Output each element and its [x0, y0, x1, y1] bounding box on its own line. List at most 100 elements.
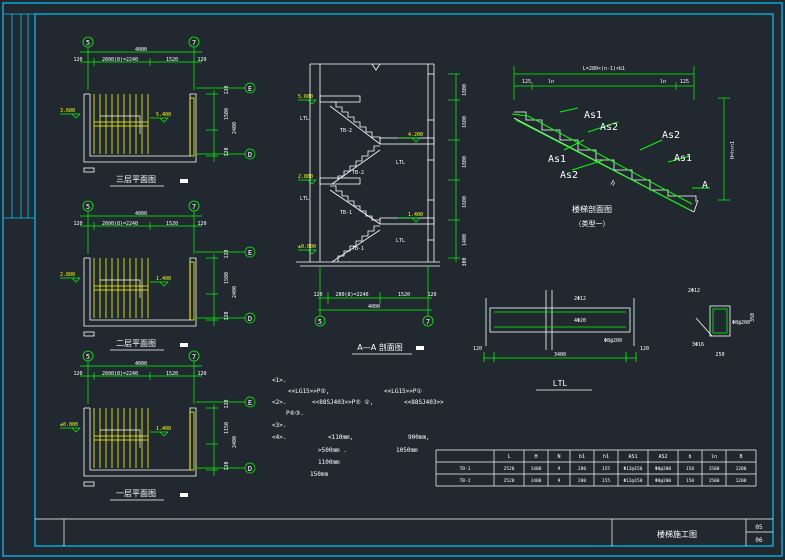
beam-title: LTL	[553, 379, 568, 388]
detail-label-3: As2	[662, 130, 680, 141]
beam-right-dim: 120	[640, 346, 649, 352]
section-level-5: ±0.000	[298, 244, 316, 250]
beam-sec-w: 250	[715, 352, 724, 358]
axis-label-left: 5	[86, 353, 90, 361]
plan-vdim-2: 1500	[224, 272, 230, 284]
axis-label-bottom: D	[248, 151, 252, 159]
detail-h-dim: H=h×n1	[730, 141, 736, 159]
detail-label-1: As1	[584, 110, 602, 121]
note-14: 1050mm	[396, 447, 418, 454]
detail-left-dim: 125	[522, 79, 531, 85]
section-tag-1: TB-2	[340, 128, 352, 134]
plan-dim-edge-left: 120	[73, 371, 82, 377]
plan-dim-total: 4000	[135, 211, 147, 217]
plan-levels	[60, 113, 169, 123]
plan-level-right: 5.400	[156, 112, 171, 118]
note-7: P⑥③.	[286, 410, 304, 417]
plan-dim-run: 2600(8)=2240	[102, 371, 138, 377]
plan-level-left: 2.800	[60, 272, 75, 278]
axis-label-right: 7	[192, 203, 196, 211]
section-vdim-1: 1800	[462, 84, 468, 96]
plan-steps	[93, 258, 195, 321]
section-a-a: 1800 1600 1800 1600 1400 300 120 280(8)=…	[296, 63, 468, 355]
section-vdim-2: 1600	[462, 116, 468, 128]
table-cell: 1400	[531, 466, 542, 472]
table-cell: 150	[686, 478, 694, 484]
plan-dim-edge-right: 120	[197, 221, 206, 227]
note-15: 150mm	[310, 471, 328, 478]
plan-dim-run: 2600(8)=2240	[102, 57, 138, 63]
table-cell: 155	[602, 478, 610, 484]
axis-label-left: 5	[86, 39, 90, 47]
section-vdim-3: 1800	[462, 156, 468, 168]
stair-detail: L=280×(n-1)×b1 125 125 ln ln H=h×n1 As1 …	[511, 66, 736, 228]
table-header: H	[534, 454, 537, 460]
section-tag-6: LTL	[396, 160, 405, 166]
table-cell: Φ8@200	[655, 466, 672, 472]
beam-left-dim: 120	[473, 346, 482, 352]
section-dim-b3: 1520	[398, 292, 410, 298]
plan-dim-landing: 1520	[166, 371, 178, 377]
section-axis-right: 7	[426, 318, 430, 326]
plan-title-marker	[180, 179, 188, 183]
table-header: b	[688, 454, 691, 460]
detail-label-6: As1	[674, 153, 692, 164]
table-header: AS1	[628, 454, 637, 460]
section-axis-left: 5	[318, 318, 322, 326]
section-level-1: 5.600	[298, 94, 313, 100]
table-header: AS2	[658, 454, 667, 460]
section-dim-total: 4000	[368, 304, 380, 310]
note-12: 1100mm	[318, 459, 340, 466]
plan-dim-run: 2600(8)=2240	[102, 221, 138, 227]
table-cell: 150	[686, 466, 694, 472]
table-header: B	[739, 454, 742, 460]
table-cell: 1200	[736, 466, 747, 472]
section-level-3: 2.800	[298, 174, 313, 180]
plan-dim-total: 4000	[135, 361, 147, 367]
axis-label-right: 7	[192, 39, 196, 47]
detail-label-5: As2	[560, 170, 578, 181]
section-vdim-4: 1600	[462, 196, 468, 208]
plan-dim-landing: 1520	[166, 221, 178, 227]
table-cell: TB-1	[460, 466, 471, 472]
section-dim-b4: 120	[427, 292, 436, 298]
plan-vdim-3: 2400	[232, 436, 238, 448]
note-6: <<88SJ403>>	[404, 399, 444, 406]
axis-label-top: E	[248, 399, 252, 407]
plan-vdim-4: 120	[224, 311, 230, 320]
plan-dim-edge-left: 120	[73, 221, 82, 227]
axis-label-bottom: D	[248, 315, 252, 323]
detail-right-dim: 125	[680, 79, 689, 85]
plan-arrow	[100, 429, 141, 448]
detail-title: 楼梯剖面图	[572, 204, 612, 214]
section-title: A—A 剖面图	[357, 342, 403, 352]
detail-label-4: As1	[548, 154, 566, 165]
note-13: >500mm .	[318, 447, 347, 454]
table-grid	[435, 449, 757, 487]
plan-arrow	[100, 115, 141, 134]
table-cell: Φ12@150	[624, 478, 643, 484]
note-8: <3>.	[272, 422, 286, 429]
plan-arrow	[100, 279, 141, 298]
note-11: 900mm,	[408, 434, 430, 441]
plan-vdim-1: 120	[224, 249, 230, 258]
plan-vdim-4: 120	[224, 147, 230, 156]
detail-label-7: A	[702, 180, 708, 191]
note-1: <1>.	[272, 377, 286, 384]
plan-vdim-1: 120	[224, 399, 230, 408]
plan-level-left: 3.600	[60, 108, 75, 114]
plan-walls	[83, 93, 197, 173]
section-tag-7: LTL	[300, 196, 309, 202]
detail-label-8: h	[609, 179, 617, 188]
plan-dim-edge-right: 120	[197, 371, 206, 377]
notes-block: <1>. <<LG15>>P②, <<LG15>>P① <2>. <<88SJ4…	[272, 377, 444, 478]
note-3: <<LG15>>P①	[384, 388, 422, 395]
beam-rebar: 4Φ20	[574, 318, 586, 324]
table-cell: TB-2	[460, 478, 471, 484]
plan-level-right: 1.400	[156, 276, 171, 282]
